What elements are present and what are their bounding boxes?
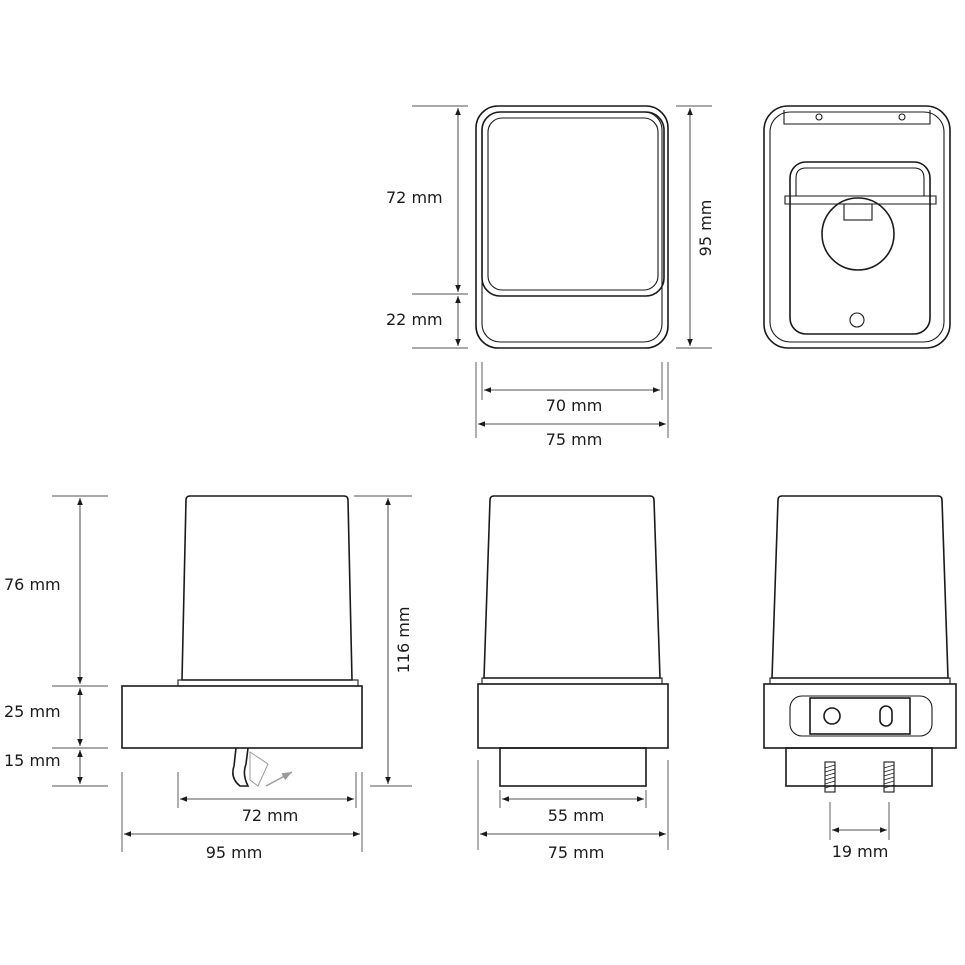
back-view <box>763 105 951 349</box>
end-total-width-label: 75 mm <box>548 843 605 862</box>
rear-pin-right <box>883 761 895 793</box>
rear-plug-hole-round <box>823 707 841 725</box>
end-base <box>477 683 669 749</box>
rear-plug-recess <box>809 697 911 735</box>
back-body-inner-edge <box>769 111 945 343</box>
back-socket-earth-clip <box>843 203 873 221</box>
end-view <box>477 495 669 787</box>
side-cover <box>181 495 353 681</box>
front-lower-height-label: 22 mm <box>386 310 443 329</box>
back-socket-recess <box>821 197 895 271</box>
side-total-height-label: 116 mm <box>394 607 413 674</box>
side-plug-pin-rotated <box>249 751 269 787</box>
side-base <box>121 685 363 749</box>
rear-bottom-dimension: 19 mm <box>829 802 890 861</box>
front-total-height-label: 95 mm <box>696 200 715 257</box>
side-plug-pin <box>232 747 250 787</box>
back-socket-frame <box>789 161 931 335</box>
rear-base <box>763 683 957 749</box>
back-top-hole-right <box>898 113 906 121</box>
side-bottom-dimensions: 72 mm 95 mm <box>121 772 363 862</box>
side-right-dimension: 116 mm <box>354 495 413 787</box>
side-plug-height-label: 15 mm <box>4 751 61 770</box>
front-bottom-dimensions: 70 mm 75 mm <box>475 362 669 449</box>
front-outer-width-label: 75 mm <box>546 430 603 449</box>
rear-pin-spacing-label: 19 mm <box>832 842 889 861</box>
back-socket-lid-hinge <box>784 195 937 205</box>
front-outer-body <box>475 105 669 349</box>
rear-pin-left <box>824 761 836 793</box>
front-left-dimensions: 72 mm 22 mm <box>386 105 468 349</box>
back-outer-body <box>763 105 951 349</box>
front-body-inner-edge <box>481 111 663 343</box>
front-right-dimension: 95 mm <box>676 105 715 349</box>
rear-plug-hole-oval <box>879 705 893 727</box>
front-view <box>475 105 669 349</box>
end-plug-width-label: 55 mm <box>548 806 605 825</box>
rear-plug-face <box>789 695 933 737</box>
rear-view <box>763 495 957 793</box>
side-left-dimensions: 76 mm 25 mm 15 mm <box>4 495 108 787</box>
side-plug-width-label: 72 mm <box>242 806 299 825</box>
rear-plug-body <box>785 747 933 787</box>
front-upper-height-label: 72 mm <box>386 188 443 207</box>
back-top-rail <box>783 110 931 125</box>
front-inner-width-label: 70 mm <box>546 396 603 415</box>
side-view <box>121 495 363 787</box>
side-cover-collar <box>177 679 359 687</box>
end-cover <box>483 495 661 679</box>
front-window-inner-edge <box>487 117 659 291</box>
rear-cover <box>771 495 949 679</box>
rear-cover-collar <box>769 677 951 685</box>
front-window <box>481 111 665 297</box>
side-rotation-arrow <box>265 771 293 787</box>
end-bottom-dimensions: 55 mm 75 mm <box>477 760 669 862</box>
side-cover-height-label: 76 mm <box>4 575 61 594</box>
side-total-width-label: 95 mm <box>206 843 263 862</box>
back-screw-hole <box>849 312 865 328</box>
end-plug-body <box>499 747 647 787</box>
back-top-hole-left <box>815 113 823 121</box>
side-base-height-label: 25 mm <box>4 702 61 721</box>
end-cover-collar <box>481 677 663 685</box>
back-socket-lid <box>795 167 925 196</box>
